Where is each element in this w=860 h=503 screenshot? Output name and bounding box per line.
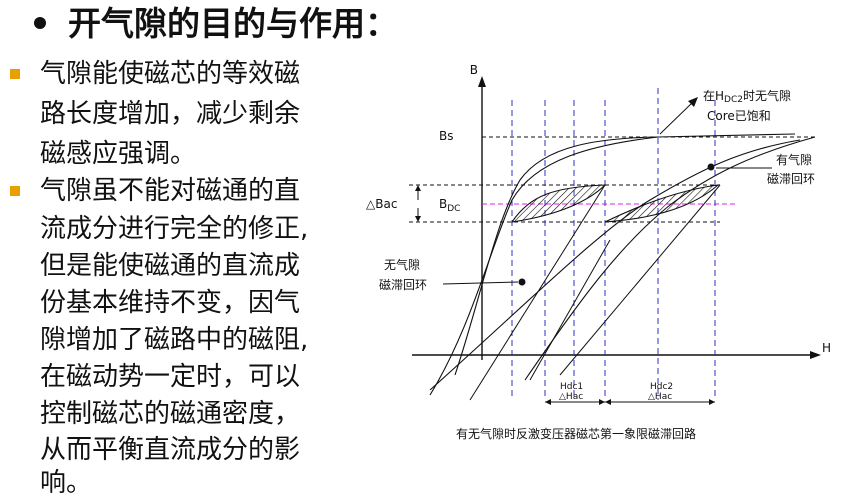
- bdc-label: BDC: [439, 197, 460, 214]
- gap-ascending-curve: [429, 139, 801, 391]
- slide-title-text: 开气隙的目的与作用：: [68, 4, 398, 43]
- arrow-saturation: [659, 101, 694, 135]
- bullet-2-line-4: 份基本维持不变，因气: [40, 288, 301, 318]
- no-gap-loop-label-line1: 无气隙: [384, 257, 420, 272]
- bullet-marker-2: [10, 186, 20, 196]
- bullet-2-line-1: 气隙虽不能对磁通的直: [40, 176, 301, 206]
- minor-loop-no-gap: [510, 184, 607, 223]
- bullet-2-line-2: 流成分进行完全的修正,: [40, 214, 309, 244]
- delta-hac-2-label: △Hac: [648, 392, 672, 402]
- diagram-caption: 有无气隙时反激变压器磁芯第一象限磁滞回路: [456, 426, 696, 441]
- bullet-1-line-3: 磁感应强调。: [40, 139, 197, 169]
- delta-hac-2-left-head: [605, 399, 611, 405]
- arrow-saturation-head: [688, 97, 698, 107]
- bullet-2-line-7: 控制磁芯的磁通密度，: [40, 399, 301, 429]
- minor-loop-gap: [604, 184, 720, 223]
- gap-loop-label-line1: 有气隙: [776, 152, 812, 167]
- arrow-delta-bac-down-head: [415, 216, 421, 222]
- load-line-2: [529, 239, 611, 381]
- delta-hac-1-left-head: [545, 399, 551, 405]
- no-gap-loop-leader: [442, 281, 519, 285]
- no-gap-ascending-curve: [429, 133, 796, 396]
- bullet-2-line-8: 从而平衡直流成分的影: [40, 435, 301, 465]
- bullet-list: 气隙能使磁芯的等效磁 路长度增加，减少剩余 磁感应强调。 气隙虽不能对磁通的直 …: [0, 0, 360, 499]
- delta-hac-1-right-head: [599, 399, 605, 405]
- x-axis-arrow: [810, 351, 821, 359]
- bullet-1-line-2: 路长度增加，减少剩余: [40, 99, 301, 129]
- bullet-2-line-3: 但是能使磁通的直流成: [40, 251, 301, 281]
- marker-dot-left: [518, 278, 526, 286]
- y-axis-label: B: [470, 63, 478, 77]
- load-line-3: [559, 184, 721, 376]
- no-gap-descending-curve: [454, 136, 659, 376]
- bullet-2-line-6: 在磁动势一定时，可以: [40, 362, 301, 392]
- delta-bac-label: △Bac: [366, 197, 397, 211]
- bullet-1-line-1: 气隙能使磁芯的等效磁: [40, 59, 301, 89]
- delta-hac-1-label: △Hac: [559, 392, 583, 402]
- x-axis-label: H: [822, 341, 831, 355]
- bullet-2-line-5: 隙增加了磁路中的磁阻,: [40, 325, 309, 355]
- arrow-delta-bac-up-head: [415, 185, 421, 191]
- load-line-1: [469, 184, 606, 401]
- no-gap-loop-label-line2: 磁滞回环: [379, 277, 427, 292]
- y-axis-arrow: [478, 76, 486, 87]
- saturation-annotation-line2: Core已饱和: [707, 108, 771, 123]
- hdc1-label: Hdc1: [560, 382, 583, 392]
- bullet-marker-1: [10, 69, 20, 79]
- bs-label: Bs: [439, 129, 453, 143]
- title-bullet-dot: [34, 16, 46, 29]
- saturation-annotation-line1: 在HDC2时无气隙: [703, 88, 791, 105]
- gap-loop-label-line2: 磁滞回环: [767, 171, 815, 186]
- hdc2-label: Hdc2: [650, 382, 673, 392]
- bullet-2-line-9: 响。: [40, 468, 93, 498]
- slide-title: 开气隙的目的与作用：: [34, 2, 398, 46]
- marker-dot-right: [707, 163, 715, 171]
- delta-hac-2-right-head: [709, 399, 715, 405]
